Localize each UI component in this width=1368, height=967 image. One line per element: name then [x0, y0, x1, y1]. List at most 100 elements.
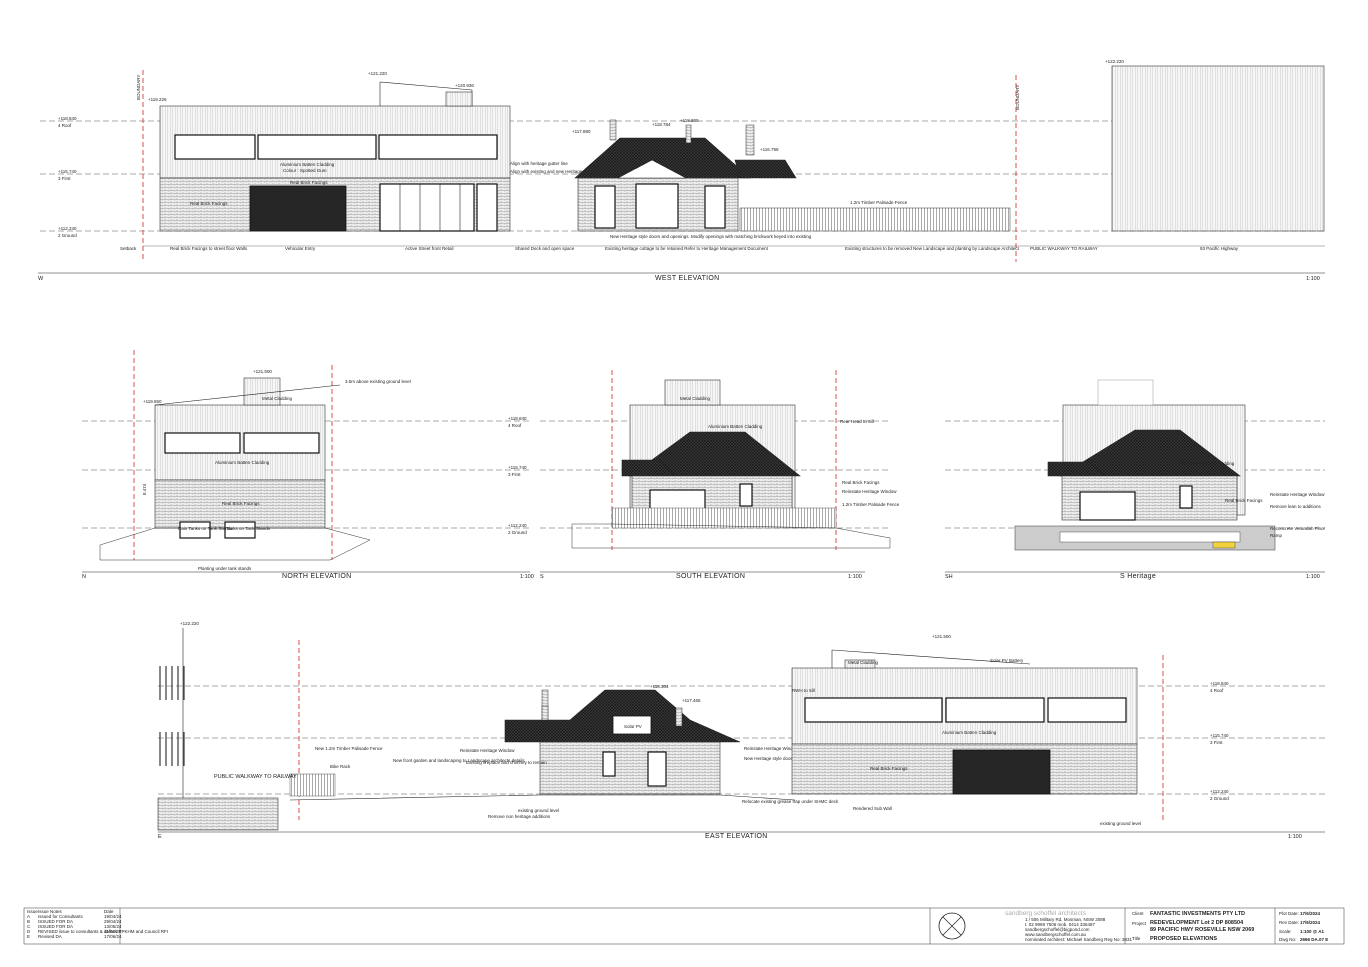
east-elevation: +118.840 4 Roof +115.740 3 First +112.24…	[157, 621, 1325, 840]
north-ground-rl: +112.240	[508, 523, 527, 528]
east-rl-top: +121.500	[932, 634, 951, 639]
project-line-1: REDEVELOPMENT Lot 2 DP 808504	[1150, 920, 1244, 926]
east-existing-ground-2: existing ground level	[1100, 821, 1141, 826]
east-fireplace: Existing fireplace and chimney to remain	[466, 760, 547, 765]
title-label: Title	[1132, 936, 1141, 941]
west-window-2	[257, 134, 377, 160]
west-note-align2: Align with existing and new Heritage doo…	[510, 169, 629, 174]
north-tank-2: Tanks on Tank Stands	[226, 526, 271, 531]
east-rl-cottage: +118.304	[650, 684, 669, 689]
west-first-rl: +115.740	[58, 169, 77, 174]
rev-b-date: 29/04/24	[104, 919, 122, 924]
east-ground-name: 2 Ground	[1210, 796, 1229, 801]
client-label: Client	[1132, 911, 1144, 916]
north-cladding: Aluminium Batten Cladding	[215, 460, 270, 465]
west-scale: 1:100	[1306, 276, 1320, 282]
west-title: WEST ELEVATION	[655, 275, 720, 282]
west-note-rec-facade: Real Brick Facings	[190, 201, 228, 206]
east-solar: Solar PV	[624, 724, 642, 729]
west-ground-name: 2 Ground	[58, 233, 77, 238]
east-roof-name: 4 Roof	[1210, 688, 1224, 693]
north-planting: Planting under tank stands	[198, 566, 252, 571]
sh-label: SH	[945, 574, 953, 580]
rev-header-notes: Issue Notes	[38, 909, 63, 914]
north-facings: Real Brick Facings	[222, 501, 260, 506]
west-roof-rl: +118.840	[58, 116, 77, 121]
west-dim-8: 93 Pacific Highway	[1200, 246, 1239, 251]
south-elevation: Metal Cladding Aluminium Batten Cladding…	[540, 370, 900, 580]
north-rl-parapet: +119.850	[143, 399, 162, 404]
east-metal: Metal Cladding	[848, 660, 879, 665]
west-neighbour-building	[1111, 65, 1325, 232]
west-roof-name: 4 Roof	[58, 123, 72, 128]
west-dim-5: Existing heritage cottage to be retained…	[605, 246, 769, 251]
west-note-cladding: Aluminium Batten Cladding	[280, 162, 335, 167]
north-roof-rl: +118.840	[508, 416, 527, 421]
west-dim-1: Real Brick Facings to street floor Walls	[170, 246, 248, 251]
west-window-3	[378, 134, 498, 160]
west-dim-setback: Setback	[120, 246, 137, 251]
rev-d-issue: D	[27, 929, 31, 934]
sh-scale: 1:100	[1306, 574, 1320, 580]
north-scale: 1:100	[520, 574, 534, 580]
rev-e-issue: E	[27, 934, 30, 939]
firm-phone: t. 02 9969 7506 mob. 0414 336487	[1025, 922, 1096, 927]
north-ground-name: 2 Ground	[508, 530, 527, 535]
west-window-1	[174, 134, 256, 160]
north-roof-name: 4 Roof	[508, 423, 522, 428]
scale-value: 1:100 @ A1	[1300, 929, 1324, 934]
east-remove: Remove non heritage additions	[488, 814, 551, 819]
north-rl-top: +121.500	[253, 369, 272, 374]
west-rl-b: +120.936	[455, 83, 474, 88]
rev-c-issue: C	[27, 924, 31, 929]
sh-ramp: Ramp	[1270, 533, 1283, 538]
firm-nominated: nominated architect: Michael Sandberg Re…	[1025, 937, 1133, 942]
west-rl-h: +122.220	[1105, 59, 1124, 64]
east-relocate: Relocate existing grease trap under SHMC…	[742, 799, 839, 804]
north-first-rl: +115.740	[508, 465, 527, 470]
west-boundary-right: BOUNDARY	[1015, 85, 1020, 110]
revision-table: Issue Issue Notes Date A Issued for Cons…	[27, 909, 168, 939]
west-rl-a: +121.220	[368, 71, 387, 76]
rev-b-issue: B	[27, 919, 30, 924]
south-fence: 1.2m Timber Palisade Fence	[842, 502, 900, 507]
east-title: EAST ELEVATION	[705, 833, 768, 840]
rev-header-date: Date	[104, 909, 114, 914]
firm-address: 1 / 506 Military Rd, Mosman, NSW 2088	[1025, 917, 1106, 922]
east-first-rl: +115.740	[1210, 733, 1229, 738]
east-fence: New 1.2m Timber Palisade Fence	[315, 746, 383, 751]
west-dim-3: Active Street front Retail	[405, 246, 454, 251]
west-vehicular-door	[249, 185, 347, 232]
east-bike: Bike Rack	[330, 764, 351, 769]
firm-email: sandbergschoffel@bigpond.com	[1025, 927, 1090, 932]
east-scale: 1:100	[1288, 834, 1302, 840]
north-dim-v: 8.474	[142, 483, 147, 495]
dwg-label: Dwg No:	[1279, 937, 1296, 942]
west-label: W	[38, 276, 44, 282]
east-reinstate-2: Reinstate Heritage Window	[744, 746, 799, 751]
north-title: NORTH ELEVATION	[282, 573, 351, 580]
west-palisade-fence	[739, 207, 1011, 232]
scale-label: Scale:	[1279, 929, 1292, 934]
east-rwh: RWH to Sill	[792, 688, 815, 693]
plot-date-value: 17/6/2024	[1300, 911, 1321, 916]
west-rl-e: +118.784	[652, 122, 671, 127]
project-line-2: 89 PACIFIC HWY ROSEVILLE NSW 2069	[1150, 927, 1254, 933]
east-cladding: Aluminium Batten Cladding	[942, 730, 997, 735]
west-dim-2: Vehicular Entry	[285, 246, 316, 251]
east-rl-left: +122.220	[180, 621, 199, 626]
north-label: N	[82, 574, 86, 580]
rev-e-date: 17/06/24	[104, 934, 122, 939]
rev-header-issue: Issue	[27, 909, 38, 914]
east-rendered: Rendered Sub Wall	[853, 806, 892, 811]
rev-e-notes: Revised DA	[38, 934, 62, 939]
sh-remove: Remove lean to additions	[1270, 504, 1322, 509]
east-existing-ground: existing ground level	[518, 808, 559, 813]
east-solar-battery: Solar PV Battery	[990, 658, 1024, 663]
west-boundary-left: BOUNDARY	[136, 75, 141, 100]
west-rl-g: +116.799	[760, 147, 779, 152]
east-real-brick: Real Brick Facings	[870, 766, 908, 771]
east-garden: New front garden and landscaping to Land…	[393, 758, 525, 763]
firm-web: www.sandbergschoffel.com.au	[1025, 932, 1086, 937]
